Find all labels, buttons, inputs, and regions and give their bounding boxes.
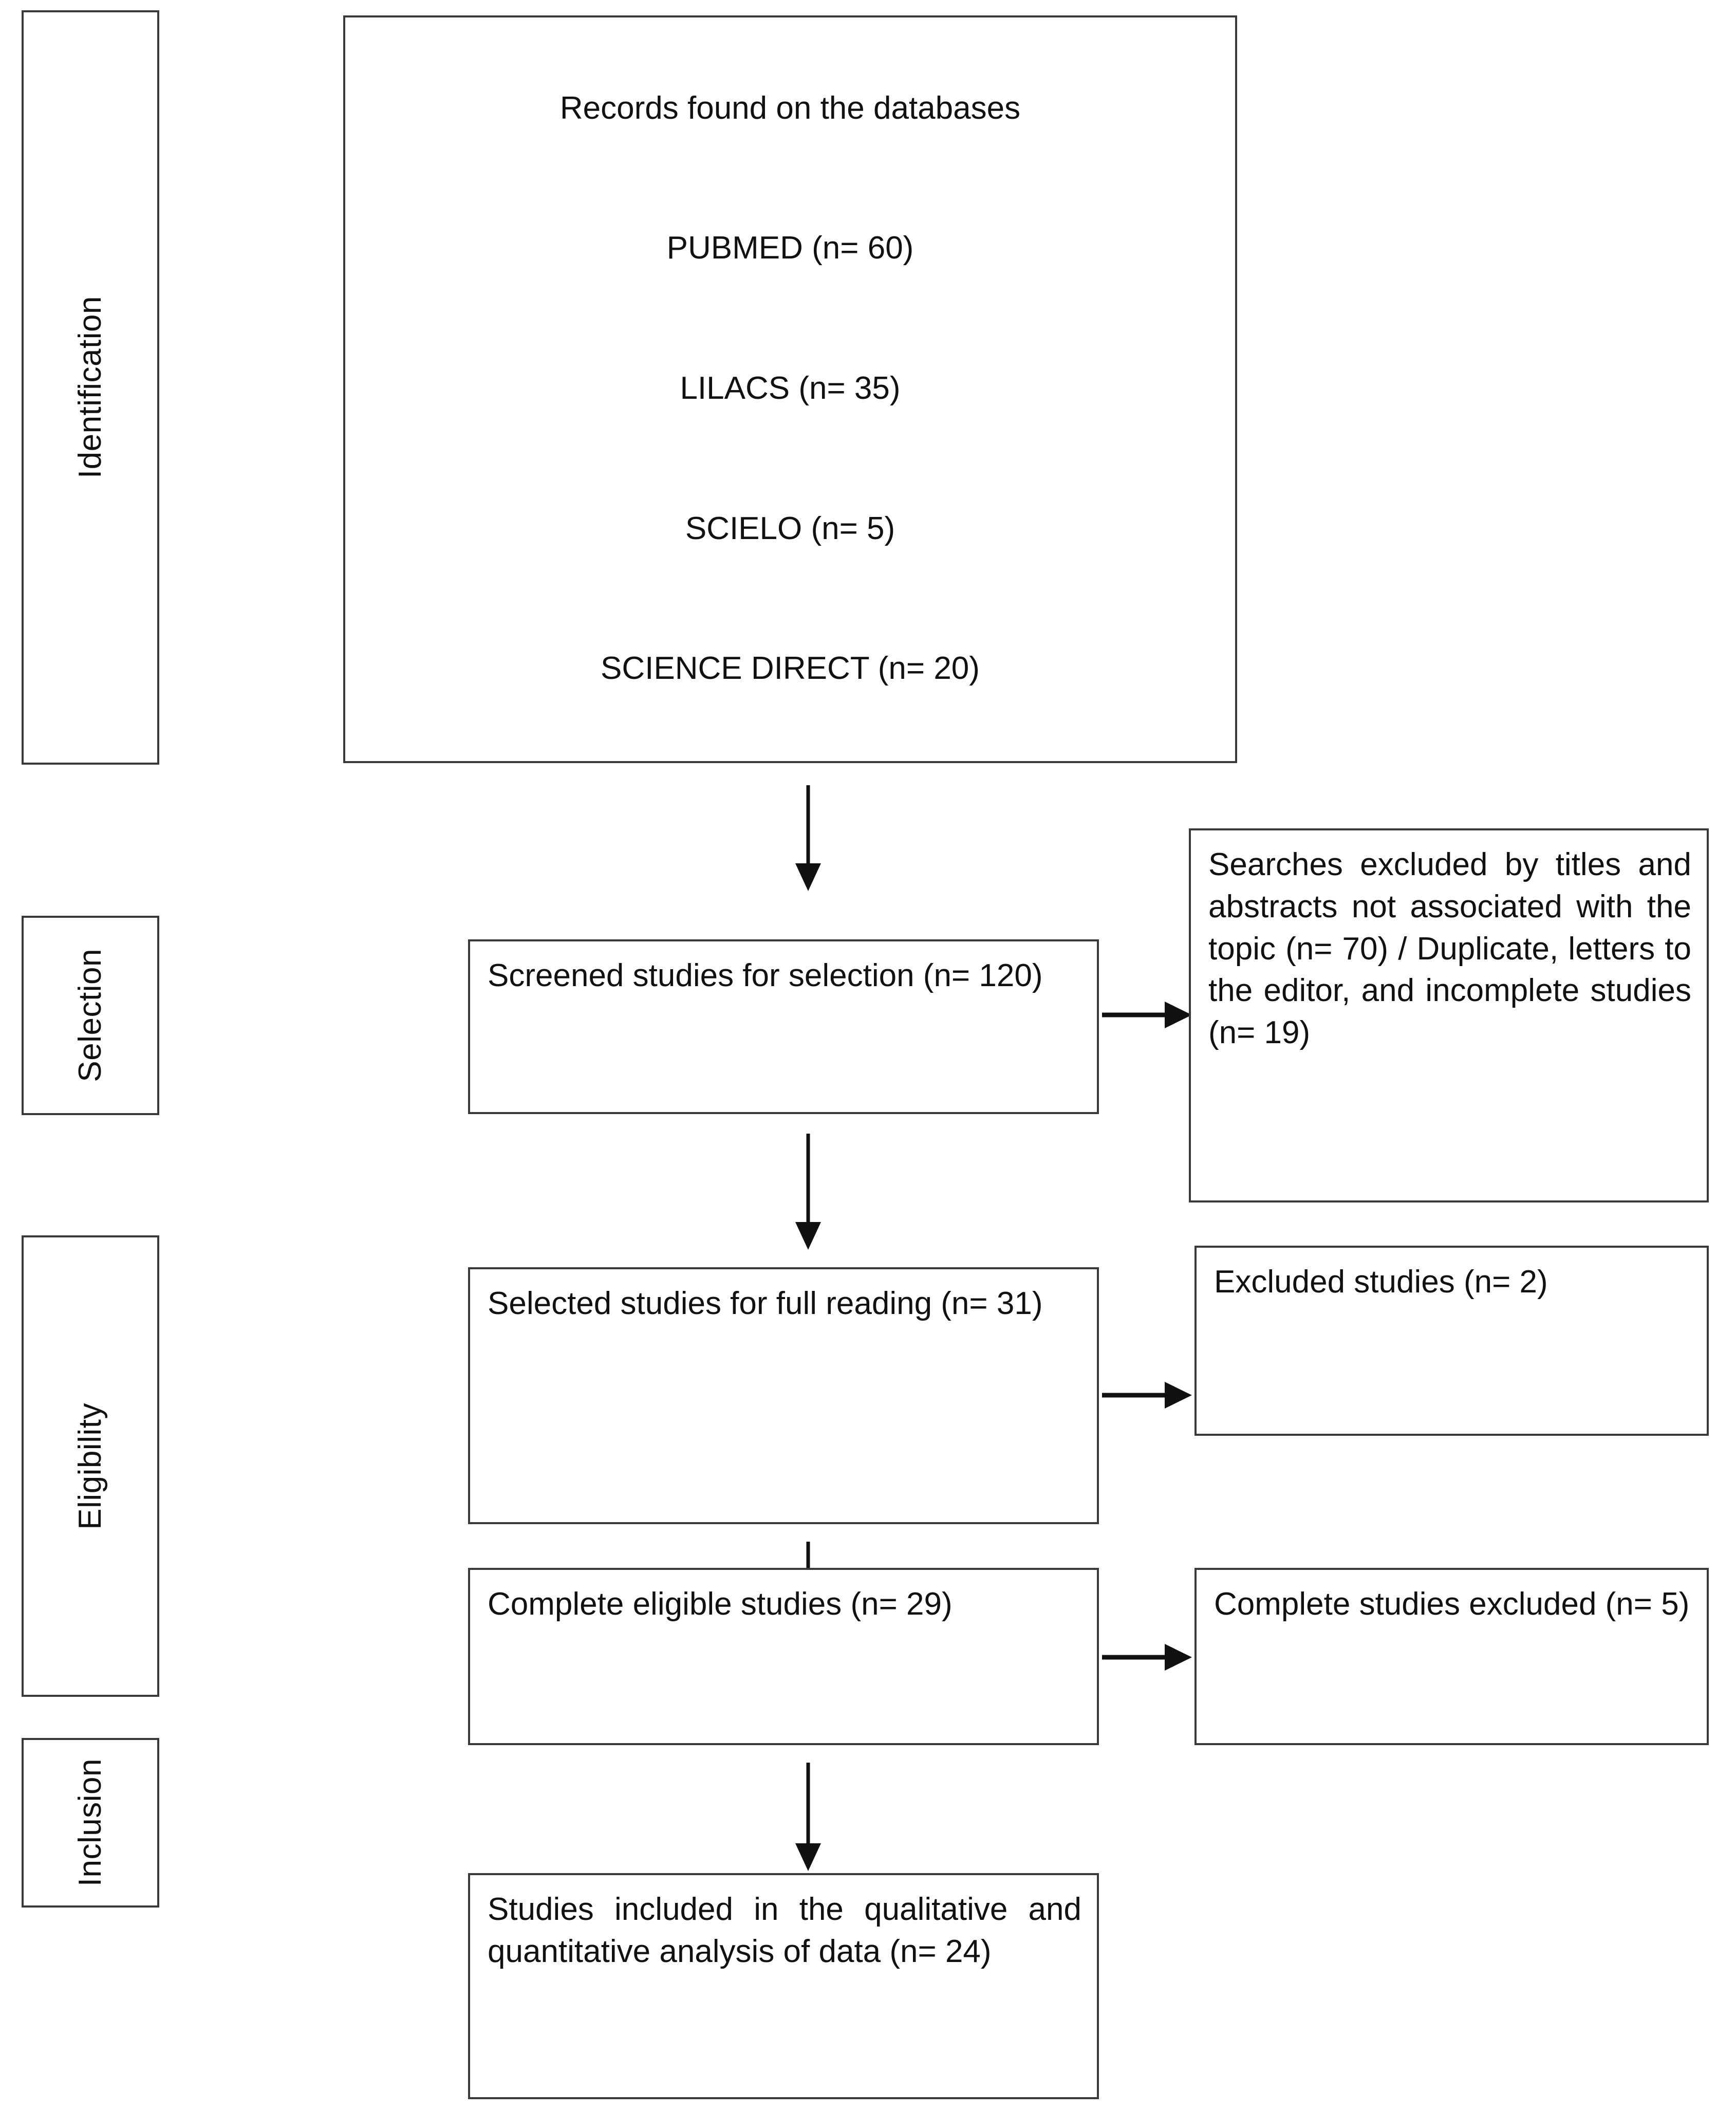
- source-count-scielo: SCIELO (n= 5): [685, 510, 895, 546]
- screened-excluded-box: Searches excluded by titles and abstract…: [1189, 828, 1709, 1202]
- complete-eligible-text: Complete eligible studies (n= 29): [488, 1586, 953, 1622]
- source-count-science-direct: SCIENCE DIRECT (n= 20): [601, 651, 980, 687]
- stage-label-identification: Identification: [72, 296, 108, 479]
- arrow-screened-to-excluded: [1102, 997, 1193, 1033]
- arrow-screened-to-full-reading: [790, 1134, 826, 1252]
- arrow-full-reading-to-excluded: [1102, 1377, 1193, 1413]
- studies-included-box: Studies included in the qualitative and …: [468, 1873, 1099, 2099]
- complete-eligible-box: Complete eligible studies (n= 29): [468, 1568, 1099, 1745]
- stage-box-identification: Identification: [22, 10, 159, 765]
- source-count-pubmed: PUBMED (n= 60): [666, 230, 914, 266]
- screened-studies-text: Screened studies for selection (n= 120): [488, 958, 1043, 993]
- arrow-complete-eligible-to-excluded: [1102, 1639, 1193, 1675]
- complete-excluded-box: Complete studies excluded (n= 5): [1194, 1568, 1709, 1745]
- screened-studies-box: Screened studies for selection (n= 120): [468, 939, 1099, 1114]
- arrow-complete-eligible-to-included: [790, 1763, 826, 1873]
- studies-included-text: Studies included in the qualitative and …: [488, 1892, 1081, 1969]
- stage-label-selection: Selection: [72, 949, 108, 1082]
- excluded-studies-text: Excluded studies (n= 2): [1214, 1264, 1548, 1300]
- excluded-studies-box: Excluded studies (n= 2): [1194, 1246, 1709, 1436]
- source-count-lilacs: LILACS (n= 35): [680, 370, 901, 406]
- records-heading: Records found on the databases: [559, 90, 1021, 126]
- stage-label-eligibility: Eligibility: [72, 1402, 108, 1530]
- stage-box-inclusion: Inclusion: [22, 1738, 159, 1908]
- screened-excluded-text: Searches excluded by titles and abstract…: [1208, 847, 1691, 1051]
- stage-box-eligibility: Eligibility: [22, 1235, 159, 1697]
- stage-box-selection: Selection: [22, 916, 159, 1115]
- selected-full-reading-box: Selected studies for full reading (n= 31…: [468, 1267, 1099, 1524]
- complete-excluded-text: Complete studies excluded (n= 5): [1214, 1586, 1690, 1622]
- identification-records-box: Records found on the databases PUBMED (n…: [343, 15, 1237, 763]
- selected-full-reading-text: Selected studies for full reading (n= 31…: [488, 1286, 1043, 1321]
- stage-label-inclusion: Inclusion: [72, 1759, 108, 1887]
- arrow-records-to-screened: [790, 785, 826, 893]
